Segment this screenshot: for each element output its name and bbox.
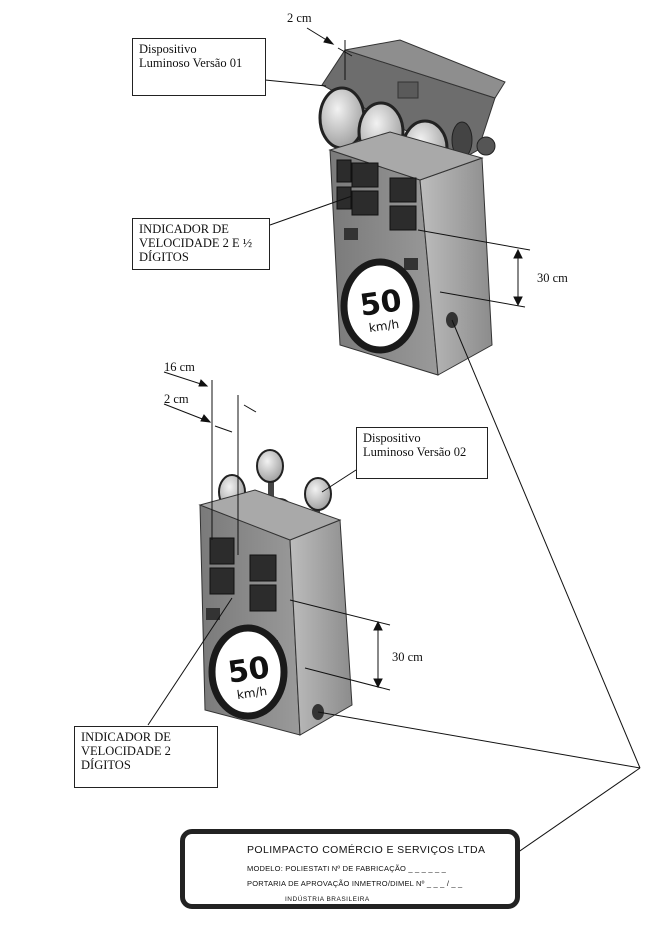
bottom-device-label: Dispositivo Luminoso Versão 02 xyxy=(356,427,488,479)
top-speed-sign: 50 km/h xyxy=(358,283,404,335)
dimension-lines xyxy=(147,27,641,867)
top-device xyxy=(318,39,506,376)
bottom-indicator-line2: VELOCIDADE 2 xyxy=(81,744,171,758)
bottom-indicator-line3: DÍGITOS xyxy=(81,758,131,772)
plate-model-line: MODELO: POLIESTATI Nº DE FABRICAÇÃO _ _ … xyxy=(247,864,447,873)
top-device-label-line1: Dispositivo xyxy=(139,42,197,56)
top-dim-30cm: 30 cm xyxy=(537,271,568,285)
top-indicator-line1: INDICADOR DE xyxy=(139,222,229,236)
bottom-dim-30cm: 30 cm xyxy=(392,650,423,664)
top-indicator-line2: VELOCIDADE 2 E ½ xyxy=(139,236,253,250)
top-speed-digits xyxy=(336,159,417,231)
bottom-speed-sign: 50 km/h xyxy=(226,650,272,702)
bottom-dim-16cm: 16 cm xyxy=(164,360,195,374)
plate-origin: INDÚSTRIA BRASILEIRA xyxy=(285,896,370,903)
bottom-indicator-line1: INDICADOR DE xyxy=(81,730,171,744)
plate-approval-line: PORTARIA DE APROVAÇÃO INMETRO/DIMEL Nº _… xyxy=(247,879,463,888)
bottom-device xyxy=(198,449,353,736)
bottom-speed-unit: km/h xyxy=(236,684,268,702)
bottom-device-label-line2: Luminoso Versão 02 xyxy=(363,445,467,459)
top-dim-2cm: 2 cm xyxy=(287,11,312,25)
bottom-dim-2cm: 2 cm xyxy=(164,392,189,406)
top-device-label-line2: Luminoso Versão 01 xyxy=(139,56,243,70)
top-device-label: Dispositivo Luminoso Versão 01 xyxy=(132,38,266,96)
top-speed-unit: km/h xyxy=(368,317,400,335)
bottom-indicator-label: INDICADOR DE VELOCIDADE 2 DÍGITOS xyxy=(74,726,218,788)
top-speed-value: 50 xyxy=(358,283,404,323)
bottom-device-label-line1: Dispositivo xyxy=(363,431,421,445)
bottom-speed-value: 50 xyxy=(226,650,272,690)
plate-company: POLIMPACTO COMÉRCIO E SERVIÇOS LTDA xyxy=(247,844,486,856)
top-indicator-label: INDICADOR DE VELOCIDADE 2 E ½ DÍGITOS xyxy=(132,218,270,270)
top-indicator-line3: DÍGITOS xyxy=(139,250,189,264)
bottom-speed-digits xyxy=(209,537,277,612)
identification-plate: POLIMPACTO COMÉRCIO E SERVIÇOS LTDA MODE… xyxy=(180,829,520,909)
